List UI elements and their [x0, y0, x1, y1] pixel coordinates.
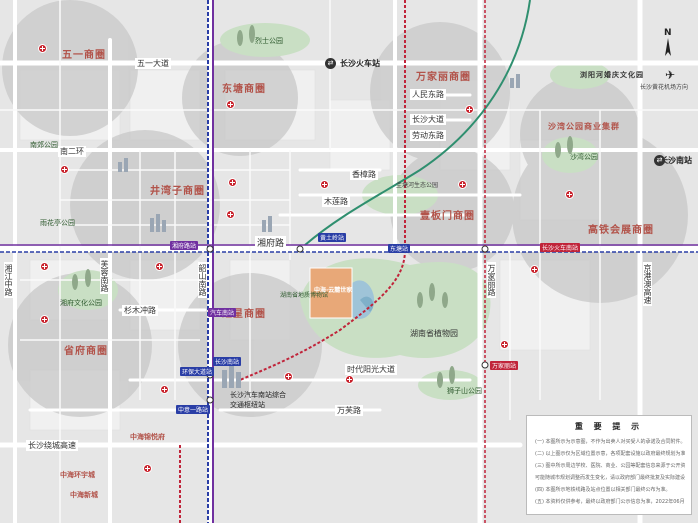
road-changsha-ave: 长沙大道: [410, 114, 446, 125]
poi-marker[interactable]: [143, 464, 152, 473]
notice-title: 重 要 提 示: [574, 422, 644, 431]
district-hongxing[interactable]: 红星商圈: [222, 309, 266, 320]
metro-station-7[interactable]: 长沙南站: [213, 357, 242, 366]
poi-marker[interactable]: [38, 44, 47, 53]
poi-marker[interactable]: [320, 180, 329, 189]
poi-marker[interactable]: [60, 165, 69, 174]
road-shanlin: 杉木冲路: [122, 305, 158, 316]
poi-marker[interactable]: [226, 210, 235, 219]
poi-marker[interactable]: [228, 178, 237, 187]
place-museum[interactable]: 湖南省植物园: [410, 329, 458, 338]
road-rao: 长沙绕城高速: [26, 440, 78, 451]
compass-icon: N: [658, 28, 678, 58]
poi-marker[interactable]: [226, 100, 235, 109]
road-ring2: 南二环: [58, 146, 86, 157]
district-shengfu[interactable]: 省府商圈: [64, 346, 108, 357]
road-xiangjiang: 湘江中路: [4, 262, 13, 298]
train-icon: ⇄: [325, 58, 336, 69]
metro-station-1[interactable]: 湘府路站: [170, 241, 199, 250]
place-yuelu[interactable]: 烈士公园: [255, 37, 283, 45]
place-zhonghai-huanyu[interactable]: 中海环宇城: [60, 471, 95, 479]
place-yuehu-park[interactable]: 雨花亭公园: [40, 219, 75, 227]
road-shaoshan: 韶山南路: [198, 262, 207, 298]
road-jingnan: 京港澳高速: [643, 262, 652, 306]
road-laodong-e: 劳动东路: [410, 130, 446, 141]
road-furong: 芙蓉南路: [100, 258, 109, 294]
district-gaotie[interactable]: 高铁会展商圈: [588, 225, 654, 236]
district-shahu[interactable]: 沙湾公园商业集群: [548, 122, 620, 131]
metro-station-2[interactable]: 黄土岭站: [318, 233, 347, 242]
district-muyunmen[interactable]: 壹板门商圈: [420, 211, 475, 222]
place-shahu-park[interactable]: 沙湾公园: [570, 153, 598, 161]
road-wanfang: 万芙路: [335, 405, 363, 416]
place-zhonghai-jiayuan[interactable]: 中海新城: [70, 491, 98, 499]
poi-marker[interactable]: [345, 375, 354, 384]
poi-marker[interactable]: [565, 190, 574, 199]
place-south-station[interactable]: 长沙南站: [660, 156, 692, 165]
district-jingwanzi[interactable]: 井湾子商圈: [150, 186, 205, 197]
place-yongan[interactable]: 湖南省地质博物馆: [280, 292, 329, 299]
metro-station-6[interactable]: 中意一路站: [176, 405, 211, 414]
place-zhonghai-xincheng[interactable]: 中海锦悦府: [130, 433, 165, 441]
road-xingfu: 时代阳光大道: [345, 364, 397, 375]
metro-station-5[interactable]: 环保大道站: [180, 367, 215, 376]
metro-station-4[interactable]: 长沙火车南站: [540, 243, 581, 252]
district-wuyi[interactable]: 五一商圈: [62, 50, 106, 61]
road-wanjia: 万家丽路: [487, 262, 496, 298]
notice-line: (三) 图中所示周边学校、医院、商业、公园等配套信息来源于公开资料，: [535, 463, 685, 469]
place-sinan-park[interactable]: 狮子山公园: [447, 387, 482, 395]
compass-label: N: [664, 28, 672, 38]
place-airport[interactable]: 长沙黄花机场方向: [640, 84, 689, 91]
district-wanjiali[interactable]: 万家丽商圈: [416, 72, 471, 83]
notice-box: 重 要 提 示 (一) 本图所示为示意图，不作为出卖人对买受人的承诺及合同附件。…: [526, 415, 692, 515]
poi-marker[interactable]: [160, 385, 169, 394]
project-plot[interactable]: [309, 267, 353, 319]
notice-line: (五) 本资料仅供参考，最终以政府部门公示信息为准，2022年06月15日。: [535, 499, 685, 505]
place-nanjiao[interactable]: 南郊公园: [30, 141, 58, 149]
notice-line: (四) 本图所示地铁线路及站点位置以相关部门最终公布为准。: [535, 487, 671, 493]
poi-marker[interactable]: [530, 265, 539, 274]
poi-marker[interactable]: [40, 315, 49, 324]
metro-station-3[interactable]: 东塘站: [388, 244, 411, 253]
road-mulian: 木莲路: [322, 196, 350, 207]
district-liuyanghe[interactable]: 浏阳河婚庆文化园: [580, 71, 644, 79]
metro-station-8[interactable]: 万家丽站: [490, 361, 519, 370]
train-icon: ⇄: [654, 155, 665, 166]
road-xiangfu: 湘府路: [255, 236, 287, 249]
district-xiangjiang-culture[interactable]: 湘府文化公园: [60, 299, 102, 307]
place-bus-hub[interactable]: 长沙汽车南站综合交通枢纽站: [230, 391, 286, 409]
notice-line: 可能随城市规划调整而发生变化，请以政府部门最终批复及实际建设为准。: [535, 475, 685, 481]
airplane-icon: ✈: [665, 68, 676, 82]
road-renmin-e: 人民东路: [410, 89, 446, 100]
road-xiangzhang: 香樟路: [350, 169, 378, 180]
poi-marker[interactable]: [155, 262, 164, 271]
road-wuyi-ave: 五一大道: [135, 58, 171, 69]
poi-marker[interactable]: [40, 262, 49, 271]
metro-station-9[interactable]: 汽车南站: [208, 308, 237, 317]
notice-line: (二) 以上图示仅为区域位置示意，各项配套设施以政府最终规划为准。: [535, 451, 685, 457]
notice-line: (一) 本图所示为示意图，不作为出卖人对买受人的承诺及合同附件。: [535, 439, 685, 445]
railway-line: [304, 0, 531, 246]
poi-marker[interactable]: [500, 340, 509, 349]
poi-marker[interactable]: [465, 105, 474, 114]
poi-marker[interactable]: [284, 372, 293, 381]
poi-marker[interactable]: [458, 180, 467, 189]
place-north-ring[interactable]: 圭塘河生态公园: [396, 182, 439, 189]
district-dongtang[interactable]: 东塘商圈: [222, 84, 266, 95]
place-project[interactable]: 中海·云麓世家: [314, 287, 353, 294]
place-railway[interactable]: 长沙火车站: [340, 59, 380, 68]
